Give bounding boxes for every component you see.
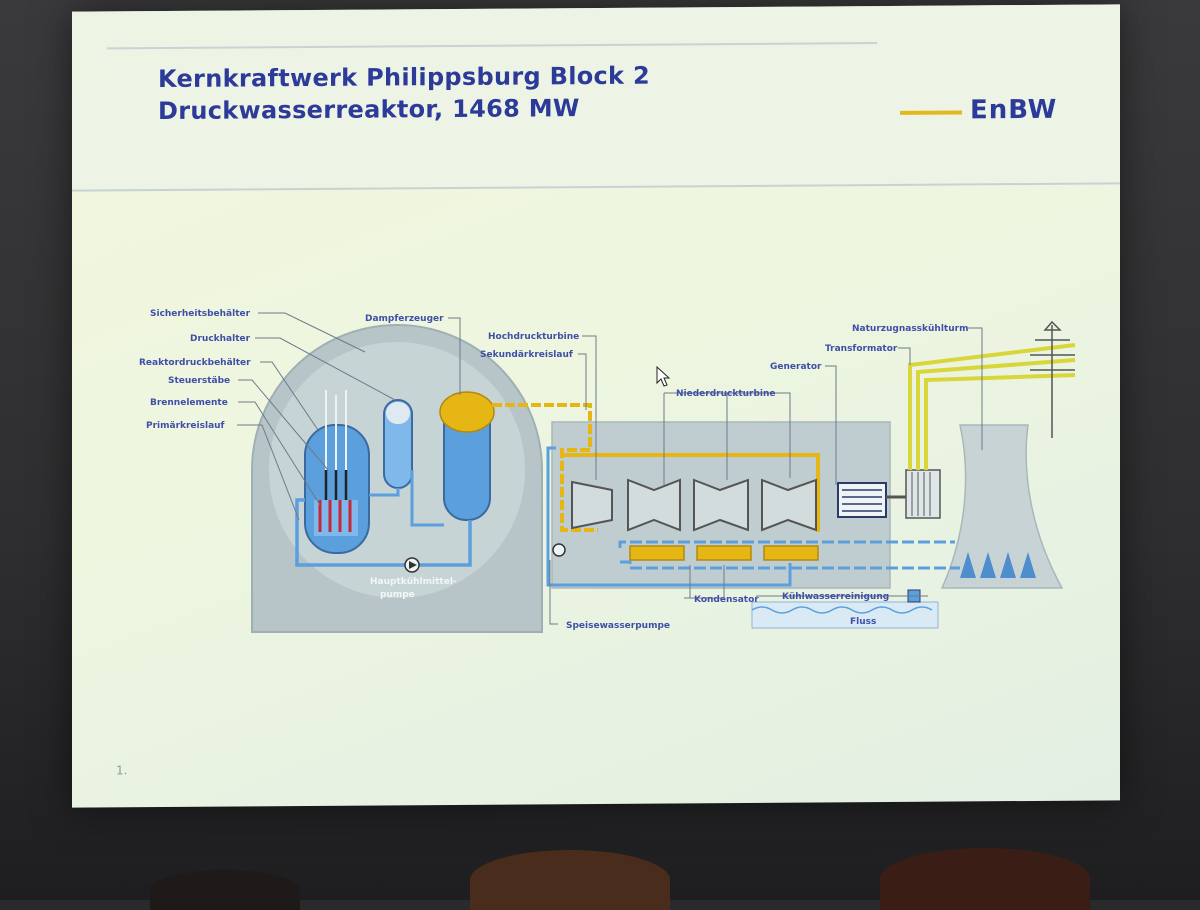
low-pressure-turbine-1 (627, 478, 681, 532)
audience-head (150, 870, 300, 910)
generator (837, 482, 887, 518)
label-fluss: Fluss (850, 617, 876, 627)
control-rods (324, 470, 348, 500)
low-pressure-turbine-3 (761, 478, 817, 532)
label-kuehlwasserreinigung: Kühlwasserreinigung (782, 592, 889, 602)
cooling-tower (940, 424, 1064, 589)
label-hauptkuehlmittelpumpe-2: pumpe (380, 590, 415, 600)
river (751, 601, 939, 629)
transformer-fins (911, 472, 931, 516)
cooling-tower-spray (960, 552, 1036, 578)
power-pylon-icon (1030, 320, 1075, 438)
primary-loop-return (295, 498, 472, 567)
label-naturzugnasskuehlturm: Naturzugnasskühlturm (852, 324, 968, 334)
label-sekundaerkreislauf: Sekundärkreislauf (480, 350, 573, 360)
label-dampferzeuger: Dampferzeuger (365, 314, 444, 324)
river-waves (751, 606, 933, 614)
label-brennelemente: Brennelemente (150, 398, 228, 408)
cursor-arrow-icon (656, 365, 671, 387)
turbines (571, 478, 817, 532)
main-steam-line (492, 403, 598, 532)
label-druckhalter: Druckhalter (190, 334, 251, 344)
pressurizer-steam-space (386, 402, 410, 424)
label-speisewasserpumpe: Speisewasserpumpe (566, 621, 670, 631)
feedwater-pump-icon (552, 543, 566, 557)
feedwater-line (546, 446, 792, 587)
label-reaktordruckbehaelter: Reaktordruckbehälter (139, 358, 251, 368)
audience-head (470, 850, 670, 910)
generator-windings (842, 489, 882, 512)
leader-lines (237, 312, 983, 625)
label-transformator: Transformator (825, 344, 898, 354)
audience-heads (0, 830, 1200, 910)
label-hauptkuehlmittelpumpe-1: Hauptkühlmittel- (370, 577, 457, 587)
steam-header (562, 453, 820, 532)
primary-loop-hot (369, 470, 444, 527)
low-pressure-turbine-2 (693, 478, 749, 532)
pump-arrow (409, 561, 417, 569)
label-niederdruckturbine: Niederdruckturbine (676, 389, 776, 399)
label-primaerkreislauf: Primärkreislauf (146, 421, 225, 431)
transformer (905, 469, 941, 519)
steam-dome (439, 391, 495, 433)
control-rod-drives (325, 390, 347, 470)
label-kondensator: Kondensator (694, 595, 759, 605)
label-sicherheitsbehaelter: Sicherheitsbehälter (150, 309, 251, 319)
audience-head (880, 848, 1090, 910)
condensers (629, 545, 819, 561)
label-steuerstaebe: Steuerstäbe (168, 376, 230, 386)
label-hochdruckturbine: Hochdruckturbine (488, 332, 579, 342)
high-pressure-turbine (571, 480, 613, 530)
fuel-elements (318, 500, 352, 532)
label-generator: Generator (770, 362, 822, 372)
cooling-water-loop (618, 540, 960, 570)
